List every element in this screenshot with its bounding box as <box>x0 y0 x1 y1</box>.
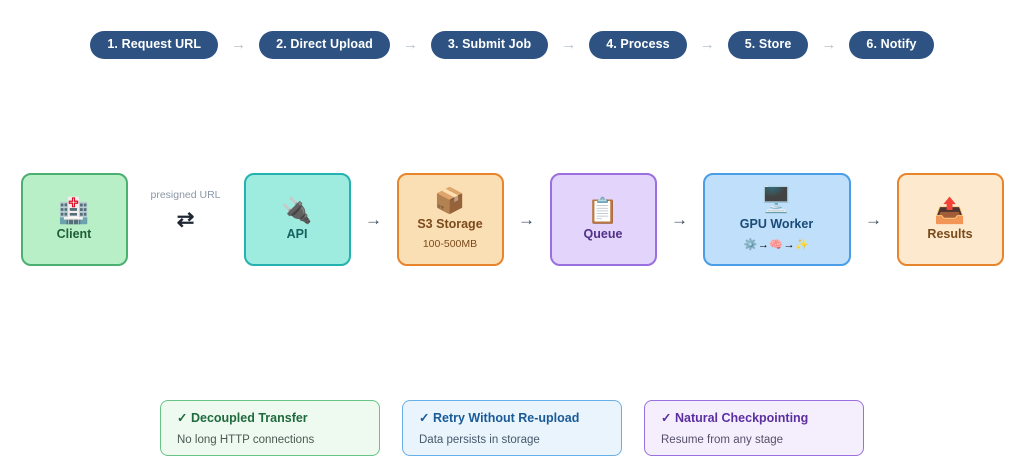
benefit-title: ✓ Natural Checkpointing <box>661 411 847 426</box>
node-results[interactable]: 📤 Results <box>896 173 1004 266</box>
flow-arrow-icon: → <box>671 210 688 229</box>
flow-arrow-icon: → <box>518 210 535 229</box>
benefits-row: ✓ Decoupled Transfer No long HTTP connec… <box>0 400 1024 456</box>
edge-label-presigned-url: presigned URL <box>150 189 221 201</box>
connector-queue-worker: → <box>657 173 703 266</box>
node-s3-storage-size: 100-500MB <box>422 238 478 251</box>
step-arrow-icon: → <box>402 36 418 54</box>
connector-client-api: presigned URL ⇄ <box>128 173 244 266</box>
benefit-title: ✓ Decoupled Transfer <box>177 411 363 426</box>
architecture-flow-row: 🏥 Client presigned URL ⇄ 🔌 API → 📦 S3 St… <box>0 173 1024 289</box>
benefit-card-decoupled-transfer[interactable]: ✓ Decoupled Transfer No long HTTP connec… <box>160 400 380 456</box>
connector-worker-results: → <box>851 173 897 266</box>
electric-plug-icon: 🔌 <box>281 196 313 225</box>
flow-arrow-icon: → <box>865 210 882 229</box>
benefit-description: No long HTTP connections <box>177 433 315 446</box>
step-pill-submit-job[interactable]: 3. Submit Job <box>430 31 549 59</box>
check-icon: ✓ <box>177 411 188 425</box>
step-pill-direct-upload[interactable]: 2. Direct Upload <box>259 31 390 59</box>
check-icon: ✓ <box>661 411 672 425</box>
node-queue-label: Queue <box>583 226 623 241</box>
step-pill-request-url[interactable]: 1. Request URL <box>90 31 219 59</box>
step-pill-notify[interactable]: 6. Notify <box>849 31 934 59</box>
node-s3-storage[interactable]: 📦 S3 Storage 100-500MB <box>396 173 504 266</box>
node-gpu-worker-pipeline-icons: ⚙️→🧠→✨ <box>743 239 810 252</box>
step-arrow-icon: → <box>231 36 247 54</box>
benefit-title-text: Decoupled Transfer <box>190 411 308 425</box>
node-client[interactable]: 🏥 Client <box>20 173 128 266</box>
benefit-title-text: Retry Without Re-upload <box>432 411 580 425</box>
flow-arrow-icon: → <box>365 210 382 229</box>
step-arrow-icon: → <box>699 36 715 54</box>
benefit-title-text: Natural Checkpointing <box>674 411 809 425</box>
bidirectional-arrow-icon: ⇄ <box>176 208 195 231</box>
clipboard-icon: 📋 <box>587 196 619 225</box>
benefit-card-retry-without-reupload[interactable]: ✓ Retry Without Re-upload Data persists … <box>402 400 622 456</box>
benefit-description: Resume from any stage <box>661 433 784 446</box>
node-client-label: Client <box>56 226 92 241</box>
step-arrow-icon: → <box>561 36 577 54</box>
node-queue[interactable]: 📋 Queue <box>549 173 657 266</box>
check-icon: ✓ <box>419 411 430 425</box>
connector-s3-queue: → <box>504 173 550 266</box>
benefit-title: ✓ Retry Without Re-upload <box>419 411 605 426</box>
node-gpu-worker[interactable]: 🖥️ GPU Worker ⚙️→🧠→✨ <box>702 173 851 266</box>
step-pill-store[interactable]: 5. Store <box>727 31 809 59</box>
step-arrow-icon: → <box>821 36 837 54</box>
pipeline-steps-row: 1. Request URL → 2. Direct Upload → 3. S… <box>0 31 1024 59</box>
node-api[interactable]: 🔌 API <box>243 173 351 266</box>
hospital-icon: 🏥 <box>58 196 90 225</box>
outbox-tray-icon: 📤 <box>934 196 966 225</box>
node-api-label: API <box>286 226 308 241</box>
node-results-label: Results <box>927 226 973 241</box>
benefit-description: Data persists in storage <box>419 433 540 446</box>
benefit-card-natural-checkpointing[interactable]: ✓ Natural Checkpointing Resume from any … <box>644 400 864 456</box>
step-pill-process[interactable]: 4. Process <box>589 31 687 59</box>
node-s3-storage-label: S3 Storage <box>417 217 483 232</box>
desktop-computer-icon: 🖥️ <box>760 186 793 215</box>
connector-api-s3: → <box>351 173 397 266</box>
package-icon: 📦 <box>434 187 466 216</box>
node-gpu-worker-label: GPU Worker <box>739 216 814 231</box>
